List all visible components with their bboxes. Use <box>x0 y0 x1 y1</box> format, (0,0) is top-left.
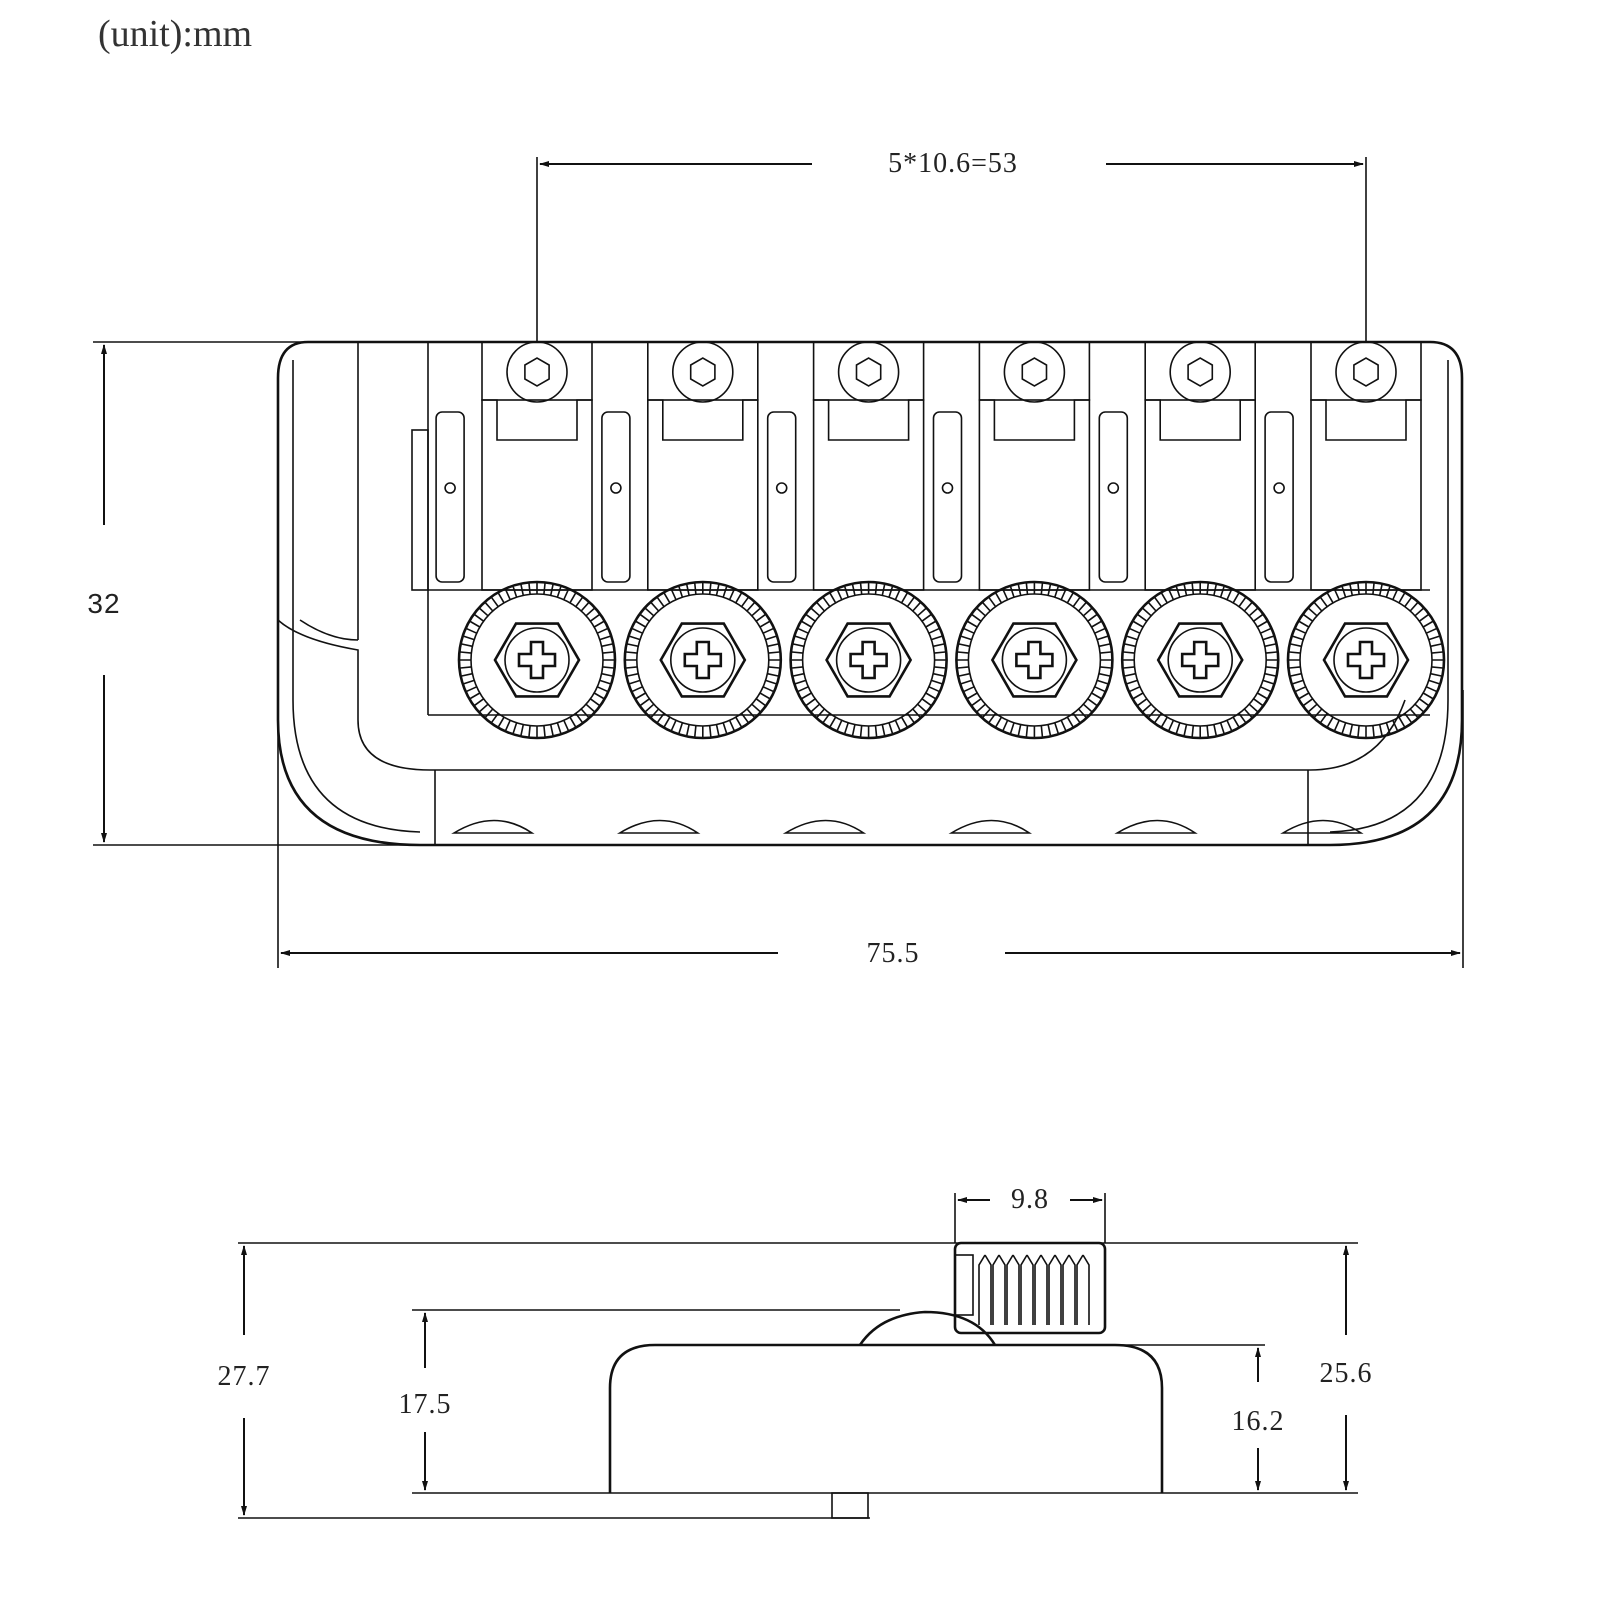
side-base <box>608 1343 1164 1493</box>
side-pin <box>831 1492 869 1519</box>
side-saddle <box>858 1310 997 1346</box>
saddle-height-label: 17.5 <box>399 1389 452 1420</box>
width-label: 75.5 <box>867 938 920 969</box>
spacing-label: 5*10.6=53 <box>888 148 1018 179</box>
total-height-dimension: 27.7 <box>218 1245 271 1516</box>
total-height-label: 27.7 <box>218 1361 271 1392</box>
hex-screw-icon <box>506 341 568 403</box>
knob-top-height-label: 25.6 <box>1320 1358 1373 1389</box>
knob-width-label: 9.8 <box>1011 1184 1049 1215</box>
width-dimension: 75.5 <box>277 690 1464 969</box>
side-view: 9.8 27.7 17.5 25.6 16.2 <box>218 1184 1373 1519</box>
knob-width-dimension: 9.8 <box>954 1184 1106 1243</box>
height-knob-2 <box>623 580 783 740</box>
hex-screw-icon <box>837 341 900 403</box>
hex-screw-icon <box>1169 341 1231 403</box>
phillips-cross-icon <box>683 640 723 680</box>
knob-top-height-dimension: 25.6 <box>1320 1245 1373 1491</box>
height-knob-1 <box>457 580 617 740</box>
phillips-cross-icon <box>849 640 888 680</box>
saddle-3 <box>766 341 948 834</box>
saddle-6 <box>1264 341 1446 834</box>
hex-screw-icon <box>1003 341 1066 403</box>
saddle-group <box>435 341 1446 834</box>
phillips-cross-icon <box>517 640 557 680</box>
hex-screw-icon <box>671 341 734 403</box>
height-knob-6 <box>1286 580 1446 740</box>
bridge-body <box>276 340 1464 847</box>
height-knob-3 <box>789 580 948 740</box>
phillips-cross-icon <box>1346 640 1386 680</box>
saddle-5 <box>1098 341 1280 834</box>
height-knob-4 <box>955 580 1114 740</box>
phillips-cross-icon <box>1180 640 1220 680</box>
height-dimension: 32 <box>87 341 430 846</box>
hex-screw-icon <box>1335 341 1397 403</box>
height-knob-5 <box>1120 580 1280 740</box>
spacing-dimension: 5*10.6=53 <box>536 148 1367 342</box>
saddle-height-dimension: 17.5 <box>399 1312 452 1491</box>
phillips-cross-icon <box>1015 640 1054 680</box>
base-height-label: 16.2 <box>1232 1406 1285 1437</box>
top-view: 5*10.6=53 32 75.5 <box>87 148 1464 969</box>
unit-label: (unit):mm <box>98 13 252 55</box>
base-height-dimension: 16.2 <box>1232 1347 1285 1491</box>
saddle-4 <box>932 341 1114 834</box>
saddle-2 <box>601 341 783 834</box>
saddle-1 <box>435 341 617 834</box>
side-knob <box>953 1241 1107 1335</box>
height-label: 32 <box>87 588 120 619</box>
